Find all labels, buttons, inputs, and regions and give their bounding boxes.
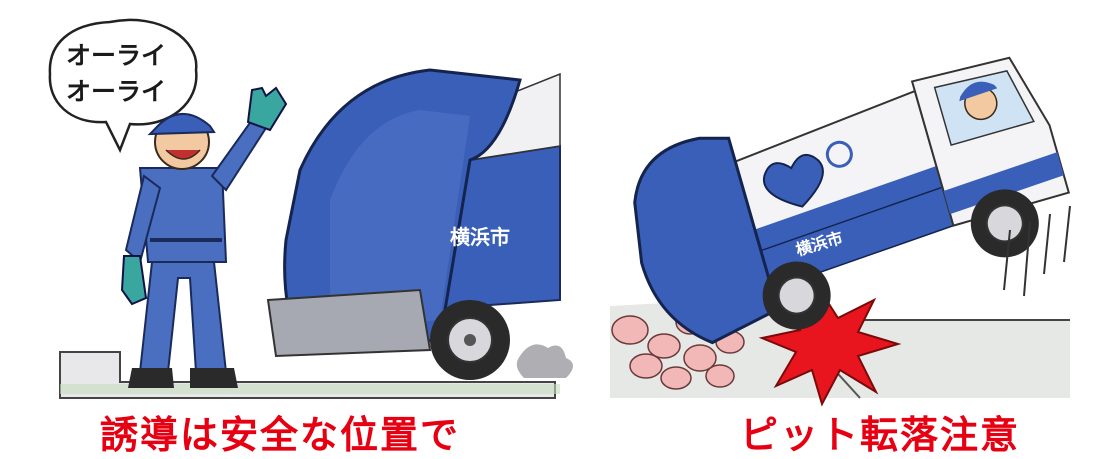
garbage-truck-right: 横浜市 bbox=[633, 56, 1071, 345]
worker-cap bbox=[147, 112, 216, 136]
glove-raised bbox=[246, 86, 288, 132]
caption-pit-fall-warning: ピット転落注意 bbox=[740, 413, 1021, 457]
glove-lower bbox=[120, 255, 148, 306]
guide-worker bbox=[120, 86, 288, 388]
right-panel: 横浜市 bbox=[610, 56, 1071, 407]
heart-logo bbox=[762, 153, 824, 208]
exhaust-smoke bbox=[516, 344, 573, 378]
speech-text: オーライ オーライ bbox=[56, 38, 176, 110]
truck-marking: 横浜市 bbox=[450, 225, 510, 249]
motion-lines bbox=[1003, 205, 1071, 297]
speech-bubble bbox=[48, 18, 198, 154]
garbage-bags bbox=[611, 309, 745, 390]
speech-line-2: オーライ bbox=[65, 77, 166, 106]
left-panel: 横浜市 bbox=[48, 18, 573, 399]
ground-grass bbox=[60, 384, 560, 394]
speech-line-1: オーライ bbox=[65, 41, 166, 70]
caption-safe-position: 誘導は安全な位置で bbox=[100, 413, 461, 457]
garbage-truck-left: 横浜市 bbox=[266, 68, 573, 380]
